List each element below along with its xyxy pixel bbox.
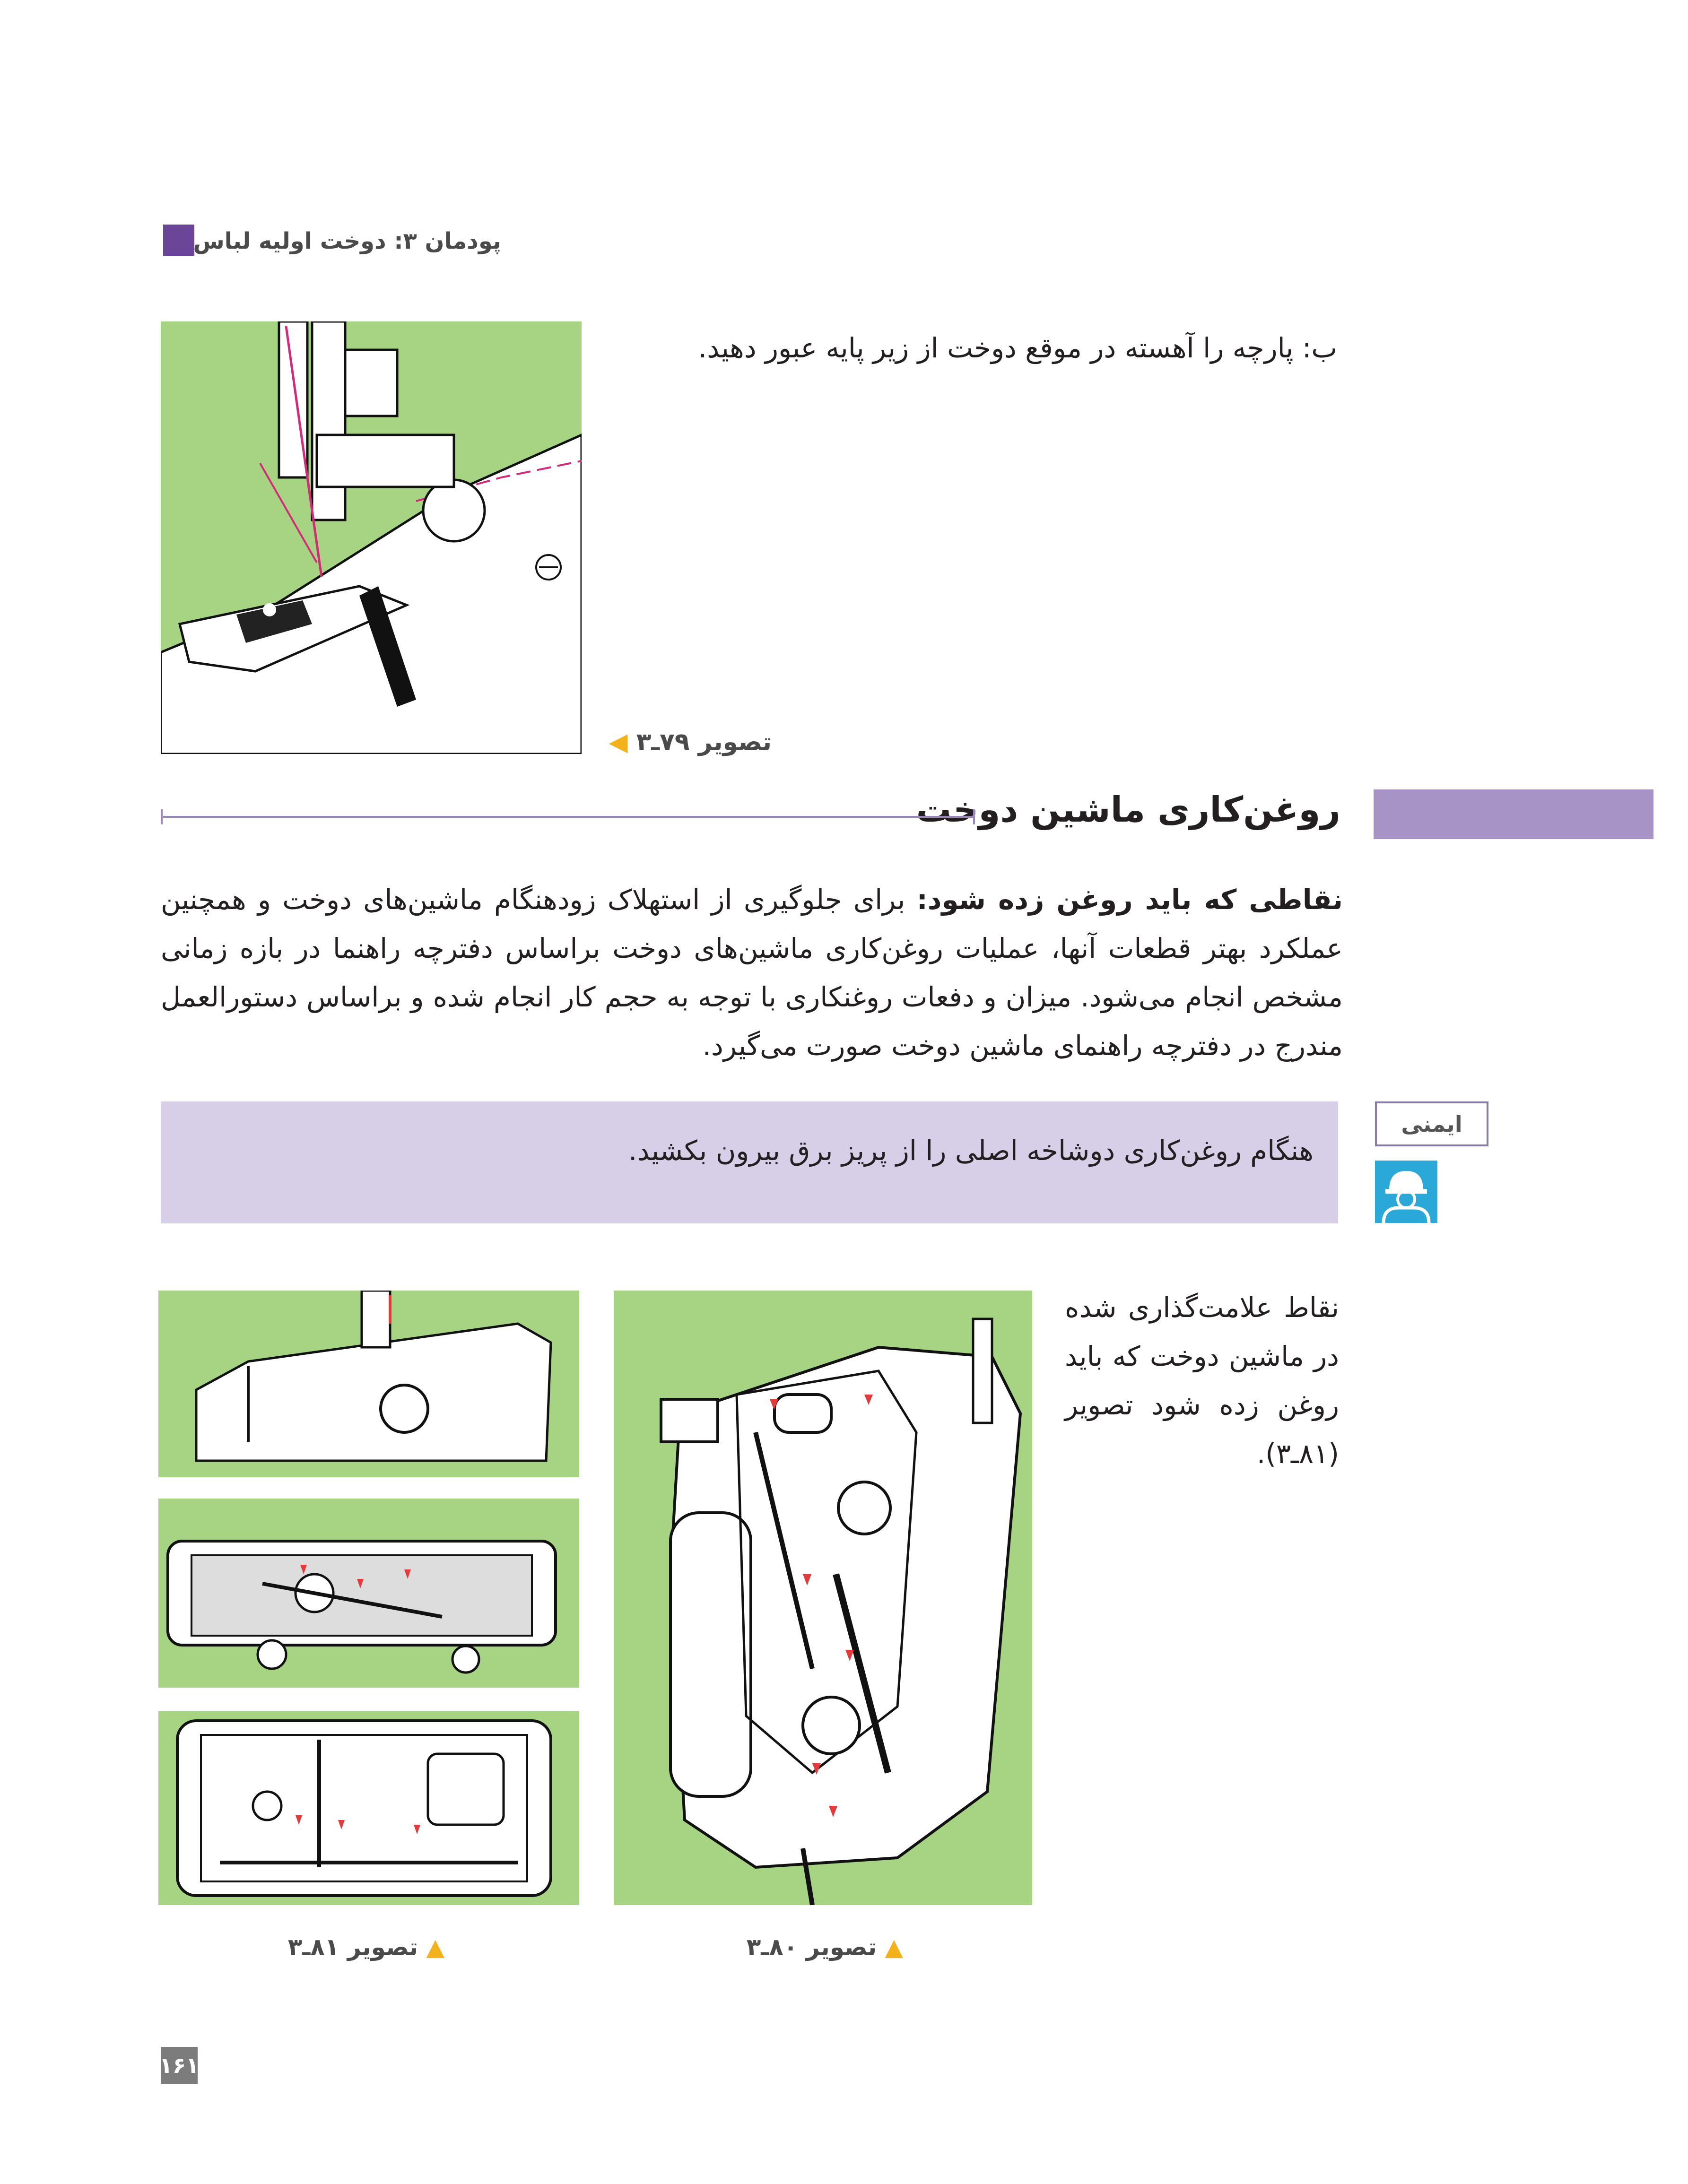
figure-81-panel-middle <box>158 1499 579 1688</box>
section-rule <box>163 816 974 818</box>
figure-80-machine-side <box>614 1291 1032 1905</box>
oil-points-text: نقاط علامت‌گذاری شده در ماشین دوخت که با… <box>1065 1291 1339 1470</box>
safety-note-text: هنگام روغن‌کاری دوشاخه اصلی را از پریز ب… <box>628 1135 1314 1167</box>
triangle-marker-icon: ▲ <box>885 1933 903 1961</box>
figure-80-caption: ▲ تصویر ۸۰ـ۳ <box>747 1933 903 1961</box>
figure-81-panel-top <box>158 1291 579 1477</box>
section-rule-cap-right <box>973 809 975 824</box>
oiling-paragraph-lead: نقاطی که باید روغن زده شود: <box>916 884 1343 916</box>
figure-81-oil-points <box>158 1291 579 1905</box>
figure-81-caption: ▲ تصویر ۸۱ـ۳ <box>288 1933 444 1961</box>
oiling-paragraph: نقاطی که باید روغن زده شود: برای جلوگیری… <box>161 875 1343 1070</box>
oiling-paragraph-body: برای جلوگیری از استهلاک زودهنگام ماشین‌ه… <box>161 884 1343 1062</box>
header-marker <box>163 225 194 256</box>
figure-79-caption: تصویر ۷۹ـ۳ ◀ <box>609 728 772 756</box>
triangle-marker-icon: ▲ <box>426 1933 444 1961</box>
page-number: ۱۶۱ <box>159 2047 199 2084</box>
section-color-bar <box>1374 789 1653 839</box>
section-title: روغن‌کاری ماشین دوخت <box>916 789 1340 830</box>
worker-helmet-icon <box>1375 1161 1437 1223</box>
figure-79-presser-foot <box>161 321 582 754</box>
safety-note-box <box>161 1101 1338 1223</box>
figure-80-caption-text: تصویر ۸۰ـ۳ <box>746 1933 877 1961</box>
safety-label: ایمنی <box>1375 1101 1488 1146</box>
figure-81-panel-bottom <box>158 1711 579 1905</box>
step-b-text: ب: پارچه را آهسته در موقع دوخت از زیر پا… <box>698 332 1337 364</box>
triangle-marker-icon: ◀ <box>609 728 628 756</box>
figure-81-caption-text: تصویر ۸۱ـ۳ <box>287 1933 418 1961</box>
section-rule-cap-left <box>161 809 163 824</box>
figure-79-caption-text: تصویر ۷۹ـ۳ <box>636 728 772 756</box>
header-title: پودمان ۳: دوخت اولیه لباس <box>193 228 501 254</box>
